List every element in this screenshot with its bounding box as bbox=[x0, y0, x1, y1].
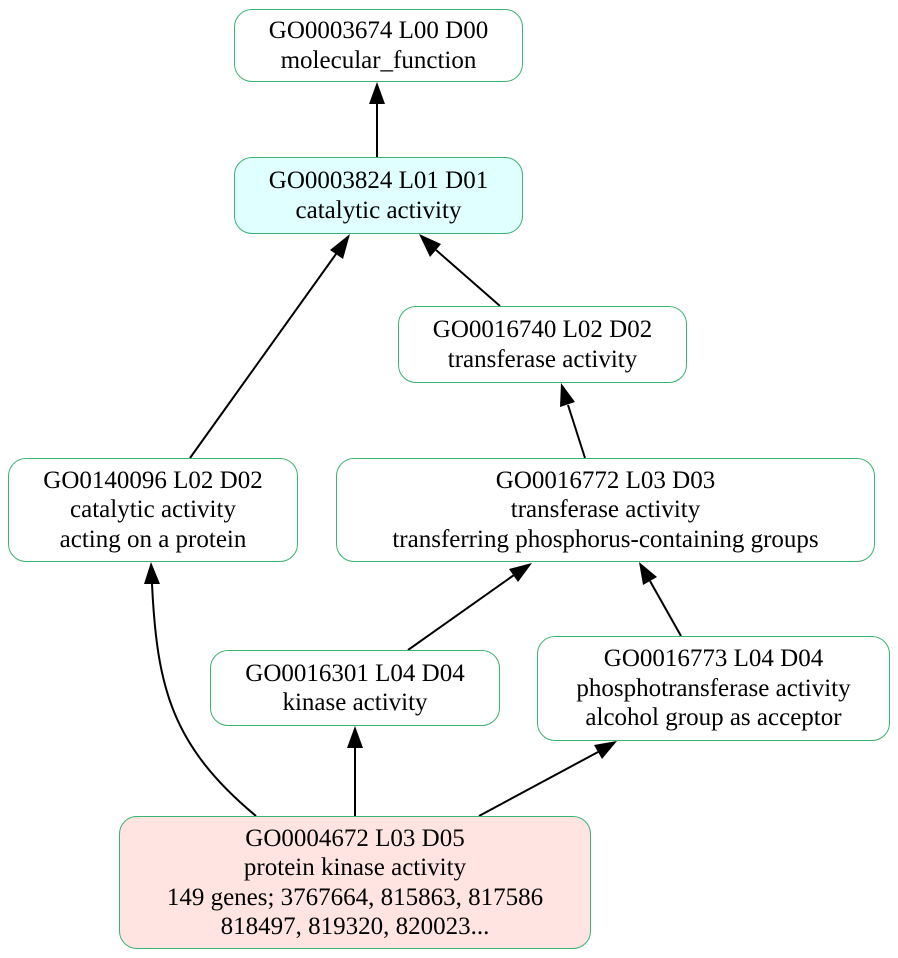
node-term-id: GO0016773 L04 D04 bbox=[603, 645, 824, 673]
node-term-name: phosphotransferase activity bbox=[576, 674, 851, 702]
node-term-name: catalytic activity bbox=[295, 196, 462, 224]
node-term-id: GO0016301 L04 D04 bbox=[245, 659, 465, 687]
arrowhead-icon bbox=[144, 562, 160, 584]
edge-phosphotransferase-to-phosphorus bbox=[649, 580, 682, 637]
node-kinase-activity[interactable]: GO0016301 L04 D04 kinase activity bbox=[210, 650, 500, 726]
arrowhead-icon bbox=[347, 726, 363, 748]
node-term-name: transferase activity bbox=[510, 496, 701, 524]
edge-protein-kinase-to-phosphotransferase bbox=[478, 751, 599, 817]
arrowhead-icon bbox=[330, 234, 350, 259]
node-term-id: GO0016772 L03 D03 bbox=[495, 466, 716, 494]
node-phosphotransferase-alcohol[interactable]: GO0016773 L04 D04 phosphotransferase act… bbox=[537, 636, 890, 741]
node-protein-kinase-activity[interactable]: GO0004672 L03 D05 protein kinase activit… bbox=[119, 816, 591, 949]
edge-transferase-to-catalytic bbox=[435, 249, 501, 307]
node-gene-list: 818497, 819320, 820023... bbox=[220, 913, 490, 940]
edge-phosphorus-to-transferase bbox=[567, 404, 586, 459]
node-term-name: transferase activity bbox=[447, 345, 638, 373]
edge-kinase-to-phosphorus bbox=[407, 574, 515, 651]
node-term-name-cont: alcohol group as acceptor bbox=[585, 704, 842, 732]
node-term-id: GO0016740 L02 D02 bbox=[432, 316, 653, 343]
node-term-name: protein kinase activity bbox=[243, 854, 467, 881]
node-gene-count: 149 genes; 3767664, 815863, 817586 bbox=[166, 883, 544, 911]
arrowhead-icon bbox=[639, 562, 657, 585]
node-molecular-function[interactable]: GO0003674 L00 D00 molecular_function bbox=[234, 9, 523, 82]
node-term-name-cont: acting on a protein bbox=[59, 525, 247, 553]
edge-protein-catalytic-to-catalytic bbox=[189, 253, 337, 459]
arrowhead-icon bbox=[419, 234, 441, 257]
node-term-id: GO0140096 L02 D02 bbox=[43, 466, 263, 494]
node-term-id: GO0003674 L00 D00 bbox=[268, 17, 489, 44]
node-term-name-cont: transferring phosphorus-containing group… bbox=[392, 525, 819, 553]
node-term-id: GO0003824 L01 D01 bbox=[268, 167, 489, 194]
node-transferring-phosphorus[interactable]: GO0016772 L03 D03 transferase activity t… bbox=[336, 458, 875, 562]
node-transferase-activity[interactable]: GO0016740 L02 D02 transferase activity bbox=[398, 306, 687, 383]
node-term-id: GO0004672 L03 D05 bbox=[245, 824, 465, 852]
node-term-name: kinase activity bbox=[282, 689, 428, 716]
arrowhead-icon bbox=[369, 82, 385, 104]
node-catalytic-activity[interactable]: GO0003824 L01 D01 catalytic activity bbox=[234, 157, 523, 234]
arrowhead-icon bbox=[560, 383, 575, 407]
node-catalytic-activity-on-protein[interactable]: GO0140096 L02 D02 catalytic activity act… bbox=[8, 458, 298, 562]
node-term-name: catalytic activity bbox=[70, 496, 236, 524]
node-term-name: molecular_function bbox=[280, 46, 477, 74]
arrowhead-icon bbox=[509, 563, 532, 582]
edge-protein-kinase-to-protein-catalytic bbox=[151, 583, 257, 817]
arrowhead-icon bbox=[594, 741, 617, 759]
